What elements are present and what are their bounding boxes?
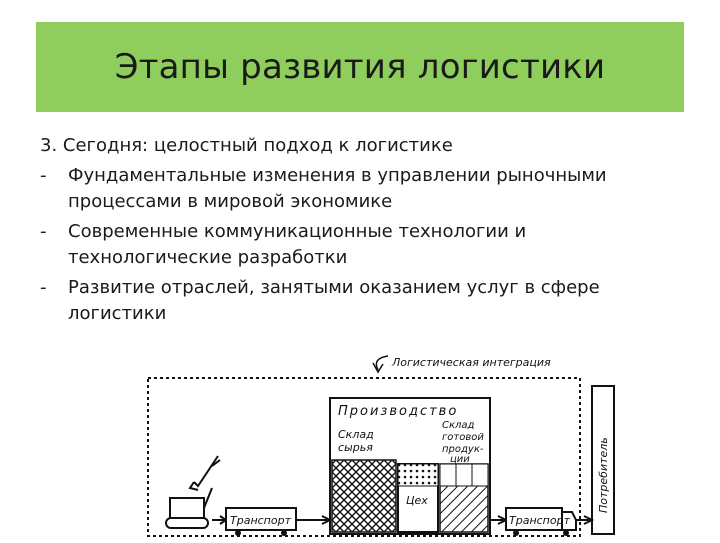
- bullet-item: - Фундаментальные изменения в управлении…: [40, 163, 690, 215]
- bullet-marker: -: [40, 165, 47, 186]
- raw-warehouse-label: Склад: [338, 428, 374, 441]
- flow-arrows: [212, 515, 595, 525]
- product-warehouse-label: продук-: [442, 444, 484, 455]
- shop-equipment: [397, 463, 439, 487]
- bullet-marker: -: [40, 277, 47, 298]
- production-label: Производство: [338, 404, 458, 419]
- bullet-item: - Современные коммуникационные технологи…: [40, 219, 690, 271]
- integration-arrow: [372, 355, 389, 374]
- shop-label: Цех: [406, 494, 428, 507]
- slide-title: Этапы развития логистики: [114, 47, 606, 87]
- transport-left-label: Транспорт: [230, 514, 292, 527]
- transport-right-label: Транспорт: [509, 514, 571, 527]
- consumer-label: Потребитель: [597, 437, 610, 513]
- consumer-box: [591, 385, 615, 535]
- product-warehouse-label: Склад: [442, 420, 475, 431]
- bullet-text: Современные коммуникационные технологии …: [68, 221, 527, 268]
- bullet-text: Развитие отраслей, занятыми оказанием ус…: [68, 277, 600, 324]
- excavator-icon: [165, 455, 221, 529]
- integration-label: Логистическая интеграция: [391, 356, 551, 369]
- raw-warehouse-area: [331, 459, 397, 533]
- bullet-text: Фундаментальные изменения в управлении р…: [68, 165, 607, 212]
- title-bar: Этапы развития логистики: [36, 22, 684, 112]
- product-warehouse-label: ции: [450, 454, 470, 465]
- product-warehouse-grid: [439, 463, 489, 487]
- raw-warehouse-label: сырья: [338, 441, 373, 454]
- slide-body: 3. Сегодня: целостный подход к логистике…: [40, 133, 690, 331]
- bullet-marker: -: [40, 221, 47, 242]
- transport-left-box: [225, 507, 297, 531]
- product-warehouse-label: готовой: [442, 432, 484, 443]
- logistics-diagram: Логистическая интеграция Потребитель Про…: [120, 348, 620, 538]
- bullet-item: - Развитие отраслей, занятыми оказанием …: [40, 275, 690, 327]
- integration-frame: [147, 377, 581, 537]
- slide-heading: 3. Сегодня: целостный подход к логистике: [40, 135, 453, 156]
